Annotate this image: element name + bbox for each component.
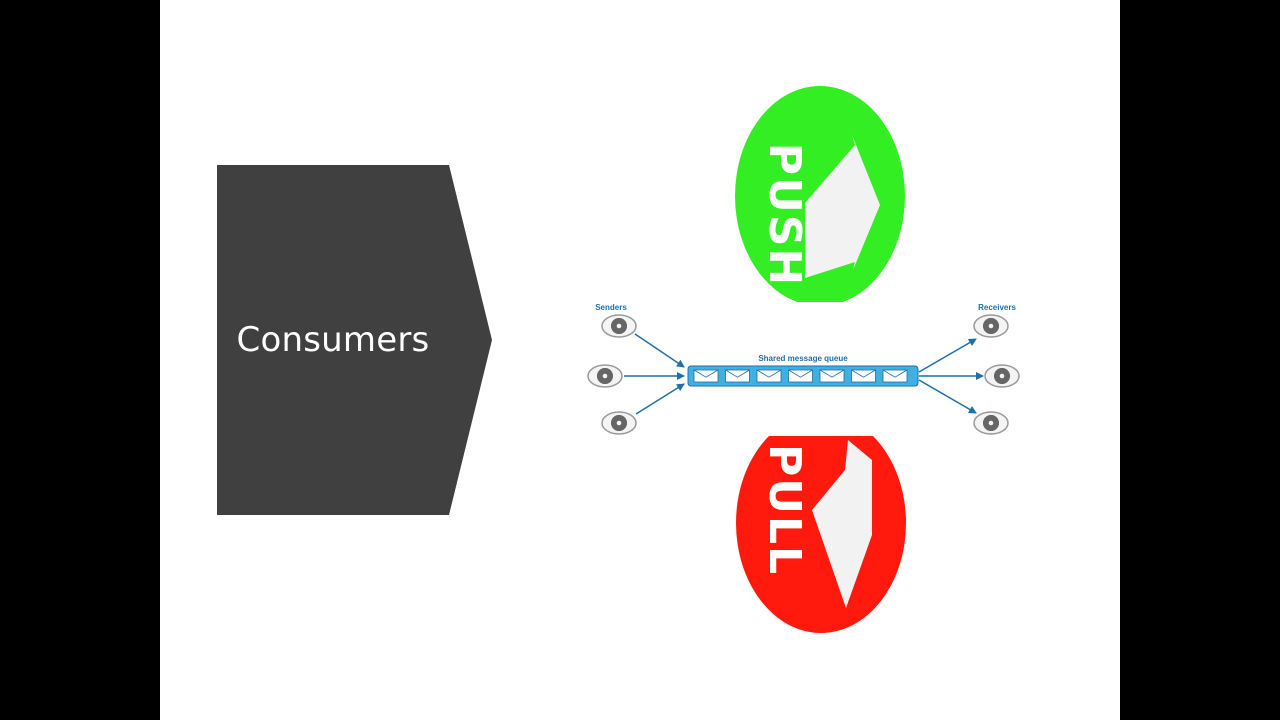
- gear-icon: [597, 368, 613, 384]
- message-envelope-icon: [819, 369, 845, 383]
- senders-label: Senders: [595, 303, 627, 312]
- queue-diagram: Senders Receivers Shared message queue: [587, 303, 1020, 435]
- gear-icon: [983, 415, 999, 431]
- gear-icon: [983, 318, 999, 334]
- pull-arrow-shape: [812, 440, 872, 608]
- queue-label: Shared message queue: [758, 354, 848, 363]
- message-envelope-icon: [725, 369, 750, 383]
- queue-messages: [693, 369, 908, 383]
- receiver-node: [984, 364, 1020, 388]
- receivers-label: Receivers: [978, 303, 1016, 312]
- sender-arrow: [634, 333, 685, 368]
- receiver-arrow: [918, 338, 977, 373]
- sender-arrow: [635, 383, 685, 415]
- receiver-node: [973, 314, 1009, 338]
- push-arrow-shape: [805, 135, 880, 278]
- message-envelope-icon: [693, 369, 719, 383]
- message-envelope-icon: [882, 369, 908, 383]
- gear-icon: [611, 318, 627, 334]
- receiver-arrow: [918, 379, 977, 414]
- pull-badge-label: PULL: [759, 444, 810, 576]
- receiver-node: [973, 411, 1009, 435]
- push-badge: PUSH: [735, 86, 905, 302]
- gear-nodes: [587, 314, 1020, 435]
- message-envelope-icon: [788, 369, 813, 383]
- push-badge-label: PUSH: [759, 143, 810, 288]
- consumers-label: Consumers: [236, 320, 430, 360]
- gear-icon: [611, 415, 627, 431]
- gear-icon: [994, 368, 1010, 384]
- sender-node: [587, 364, 623, 388]
- message-envelope-icon: [851, 369, 876, 383]
- consumers-shape: [217, 165, 492, 515]
- sender-node: [601, 314, 637, 338]
- sender-node: [601, 411, 637, 435]
- pull-badge: PULL: [736, 436, 906, 633]
- message-envelope-icon: [756, 369, 782, 383]
